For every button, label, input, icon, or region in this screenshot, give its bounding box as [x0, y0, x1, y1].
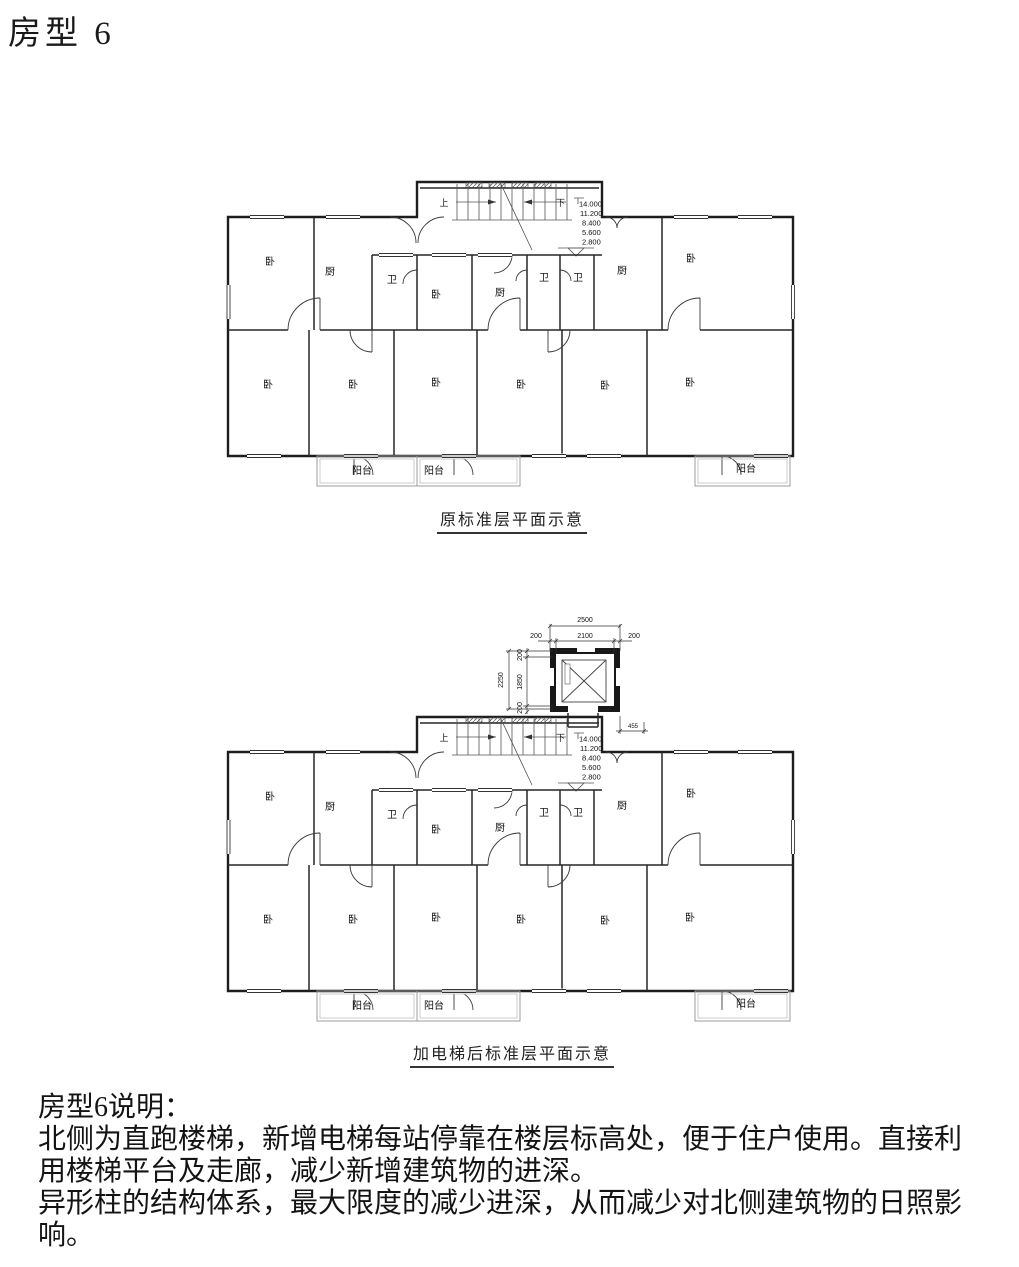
building-outline — [226, 180, 795, 458]
dimension-label: 200 — [517, 702, 524, 714]
room-label: 卧 — [431, 288, 441, 301]
page-title: 房型 6 — [8, 16, 115, 52]
room-label: 卧 — [600, 379, 610, 392]
elevator-car-symbol — [561, 659, 607, 703]
caption-elevator-plan: 加电梯后标准层平面示意 — [222, 1040, 802, 1068]
shaft-slot — [549, 668, 554, 686]
window-hatch — [511, 182, 529, 188]
balcony-label: 阳台 — [424, 464, 444, 477]
room-label: 卫 — [573, 273, 583, 284]
dimension-label: 2100 — [577, 633, 593, 640]
room-label: 卧 — [265, 255, 275, 268]
floorplan-drawing: 上 下 14.000 11.200 8.400 5.600 2.800 — [225, 180, 796, 487]
elevation-label: 5.600 — [582, 228, 601, 237]
stair-down-label: 下 — [556, 198, 565, 208]
corridor-door-arcs — [389, 216, 629, 244]
elevator-door-opening — [568, 705, 598, 713]
description-line: 响。 — [38, 1220, 95, 1251]
elevation-label: 14.000 — [579, 200, 602, 209]
window-hatch — [534, 182, 552, 188]
description-line: 用楼梯平台及走廊，减少新增建筑物的进深。 — [38, 1156, 599, 1187]
description-line: 异形柱的结构体系，最大限度的减少进深，从而减少对北侧建筑物的日照影 — [38, 1188, 963, 1219]
stair-direction — [456, 181, 566, 251]
shaft-slot — [616, 668, 621, 686]
dimension-label: 200 — [628, 633, 640, 640]
window-hatch — [465, 182, 483, 188]
elevator-addition: 2500 200 2100 200 2250 200 — [498, 617, 648, 734]
description-heading: 房型6说明： — [38, 1092, 193, 1123]
room-label: 卧 — [516, 378, 526, 391]
window-hatch — [488, 182, 506, 188]
dimension-label: 200 — [517, 649, 524, 661]
stair-up-label: 上 — [439, 198, 448, 208]
elevation-label: 2.800 — [582, 238, 601, 247]
caption-original-plan: 原标准层平面示意 — [222, 506, 802, 534]
caption-elevator-plan-text: 加电梯后标准层平面示意 — [409, 1040, 614, 1068]
room-label: 卧 — [263, 378, 273, 391]
elevator-dimensions-left: 2250 200 1850 200 — [498, 648, 553, 715]
floor-plan-original: 上 下 14.000 11.200 8.400 5.600 2.800 — [225, 180, 796, 487]
room-label: 卧 — [685, 376, 695, 389]
description-line: 北侧为直跑楼梯，新增电梯每站停靠在楼层标高处，便于住户使用。直接利 — [38, 1124, 963, 1155]
elevator-dimension-offset: 455 — [616, 716, 648, 734]
elevation-label: 8.400 — [582, 219, 601, 228]
elevation-list: 14.000 11.200 8.400 5.600 2.800 — [579, 200, 602, 247]
room-label: 厨 — [495, 287, 505, 299]
dimension-label: 2250 — [498, 672, 505, 688]
datum-symbol — [558, 247, 594, 257]
dimension-label: 455 — [628, 724, 639, 730]
balcony-label: 阳台 — [352, 464, 372, 477]
level-flag — [574, 197, 584, 204]
room-label: 卧 — [431, 376, 441, 389]
caption-original-plan-text: 原标准层平面示意 — [436, 506, 587, 534]
balcony-label: 阳台 — [736, 462, 756, 475]
room-door-arcs — [287, 254, 701, 353]
balconies — [316, 455, 791, 487]
room-label: 厨 — [325, 266, 335, 278]
floor-plan-with-elevator: 2500 200 2100 200 2250 200 — [222, 617, 802, 1043]
room-label: 卧 — [348, 378, 358, 391]
description: 房型6说明： 北侧为直跑楼梯，新增电梯每站停靠在楼层标高处，便于住户使用。直接利… — [38, 1092, 998, 1252]
dimension-label: 2500 — [577, 617, 593, 624]
elevator-vestibule — [567, 713, 599, 728]
elevation-label: 11.200 — [580, 209, 602, 218]
room-label: 卧 — [686, 252, 696, 265]
shaft-slot — [577, 647, 595, 652]
elevator-dimensions-top: 2500 200 2100 200 — [530, 617, 640, 654]
dimension-label: 1850 — [517, 674, 524, 690]
room-label: 卫 — [387, 275, 397, 286]
dimension-label: 200 — [530, 633, 542, 640]
room-label: 厨 — [617, 265, 627, 277]
room-label: 卫 — [539, 273, 549, 284]
room-labels: 卧 厨 卫 卧 厨 卫 卫 厨 卧 卧 卧 卧 卧 卧 卧 阳台 阳台 阳台 — [263, 252, 756, 477]
